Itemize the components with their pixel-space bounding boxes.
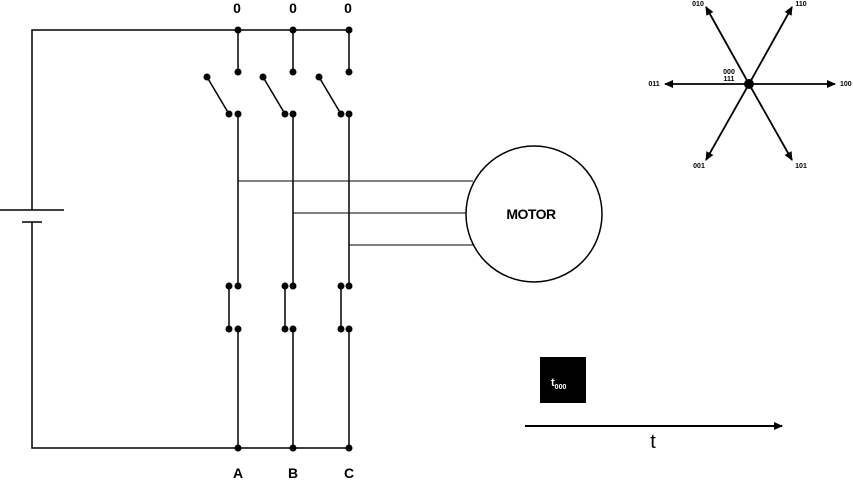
time-axis-label: t bbox=[650, 431, 656, 453]
vector-label-000: 000 bbox=[723, 69, 735, 76]
phase-label-a: A bbox=[233, 465, 243, 480]
phase-leg-a-nodes bbox=[203, 26, 242, 452]
phase-leg-a bbox=[206, 30, 239, 448]
phase-leg-b-nodes bbox=[259, 26, 297, 452]
vector-label-010: 010 bbox=[692, 1, 704, 8]
phase-leg-c-nodes bbox=[315, 26, 353, 452]
phase-leg-c bbox=[318, 30, 350, 448]
space-vector-origin bbox=[744, 79, 754, 89]
top-label-b: 0 bbox=[289, 0, 297, 16]
phase-leg-b bbox=[262, 30, 294, 448]
dc-source-loop bbox=[0, 29, 349, 449]
time-state-box bbox=[540, 357, 586, 403]
vector-label-101: 101 bbox=[795, 163, 807, 170]
phase-label-c: C bbox=[344, 465, 354, 480]
phase-label-b: B bbox=[288, 465, 298, 480]
vector-label-001: 001 bbox=[693, 163, 705, 170]
motor-wires bbox=[238, 180, 473, 246]
space-vector-star bbox=[664, 6, 836, 161]
time-state-label: t000 bbox=[551, 377, 566, 391]
time-state-subscript: 000 bbox=[555, 384, 567, 391]
time-state-main: t bbox=[551, 377, 555, 389]
vector-label-111: 111 bbox=[724, 76, 735, 83]
motor-circle bbox=[465, 145, 603, 283]
vector-label-011: 011 bbox=[648, 81, 659, 88]
motor-label: MOTOR bbox=[506, 206, 556, 222]
top-label-a: 0 bbox=[233, 0, 241, 16]
top-label-c: 0 bbox=[344, 0, 352, 16]
vector-label-100: 100 bbox=[840, 81, 852, 88]
vector-label-110: 110 bbox=[795, 1, 806, 8]
